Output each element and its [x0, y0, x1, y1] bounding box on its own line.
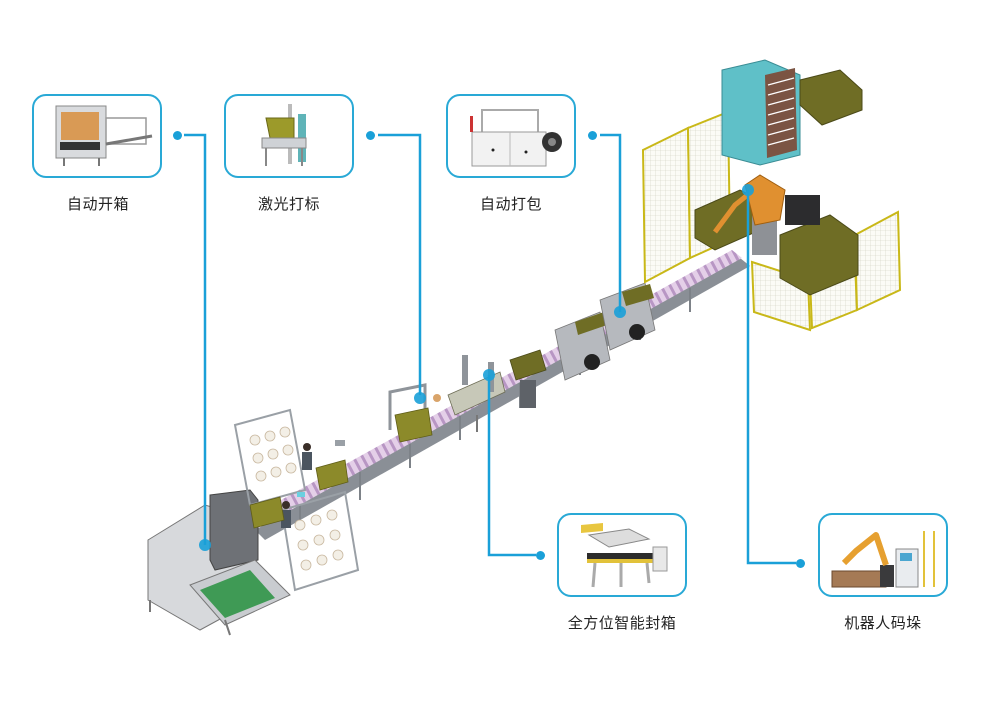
label-palletizing: 机器人码垛 [844, 614, 922, 632]
robot-palletizing-cell [641, 59, 902, 332]
label-case-sealing: 全方位智能封箱 [567, 614, 677, 632]
callout-case-erector[interactable] [32, 94, 162, 178]
palletizing-robot-icon [831, 531, 935, 588]
connector-case-erector [184, 133, 207, 545]
laser-marking-station [388, 383, 441, 443]
yarn-spool-rack-upper [233, 408, 307, 507]
connector-end-case-erector [199, 539, 211, 551]
case-erector-machine-icon [55, 105, 153, 166]
yarn-spool-rack-lower [280, 490, 360, 592]
connector-end-strapping [614, 306, 626, 318]
callout-dot-strapping [588, 131, 597, 140]
callout-dot-case-sealing [536, 551, 545, 560]
case-sealer-machine-icon [581, 523, 668, 588]
callout-strapping[interactable] [446, 94, 576, 178]
manual-packing-stations [249, 440, 349, 529]
connector-end-case-sealing [483, 369, 495, 381]
connector-palletizing [746, 190, 796, 565]
strapping-machine-icon [470, 109, 562, 167]
laser-marker-machine-icon [261, 104, 307, 166]
connector-end-laser-marking [414, 392, 426, 404]
connector-end-palletizing [742, 184, 754, 196]
connector-strapping [600, 133, 622, 312]
strapping-machine-1 [554, 311, 611, 381]
callout-laser-marking[interactable] [224, 94, 354, 178]
connector-laser-marking [378, 133, 422, 395]
strapping-machine-2 [599, 282, 656, 351]
connector-case-sealing [487, 375, 536, 557]
label-strapping: 自动打包 [479, 195, 542, 213]
callout-dot-laser-marking [366, 131, 375, 140]
callout-case-sealing[interactable] [557, 513, 687, 597]
label-case-erector: 自动开箱 [66, 195, 129, 213]
callout-palletizing[interactable] [818, 513, 948, 597]
case-erector-machine [147, 489, 291, 636]
callout-dot-palletizing [796, 559, 805, 568]
callout-dot-case-erector [173, 131, 182, 140]
label-laser-marking: 激光打标 [257, 195, 320, 213]
